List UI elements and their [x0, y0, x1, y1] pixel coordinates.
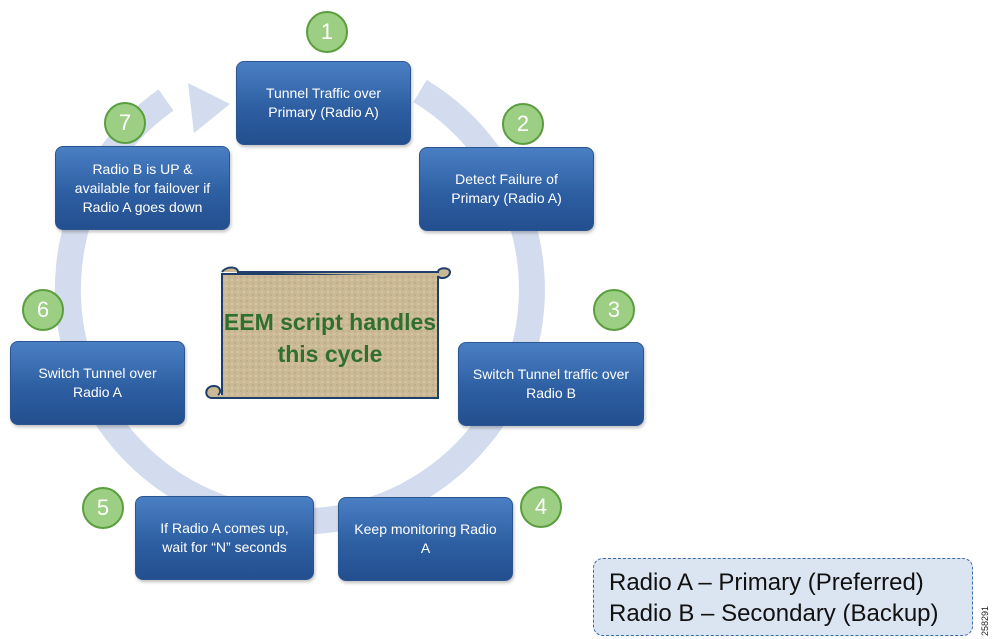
- step-5-box: If Radio A comes up, wait for “N” second…: [135, 496, 314, 580]
- step-6-box: Switch Tunnel over Radio A: [10, 341, 185, 425]
- step-2-number-badge: 2: [502, 103, 544, 145]
- legend-box: Radio A – Primary (Preferred) Radio B – …: [593, 558, 973, 636]
- step-2-box: Detect Failure of Primary (Radio A): [419, 147, 594, 231]
- step-1-number-badge: 1: [306, 11, 348, 53]
- step-7-box: Radio B is UP & available for failover i…: [55, 146, 230, 230]
- step-4-number-badge: 4: [520, 486, 562, 528]
- legend-line-radio-a: Radio A – Primary (Preferred): [609, 569, 924, 596]
- step-7-number-badge: 7: [104, 102, 146, 144]
- step-3-number-badge: 3: [593, 289, 635, 331]
- center-label: EEM script handles this cycle: [223, 309, 437, 367]
- step-5-number-badge: 5: [82, 487, 124, 529]
- scroll-graphic: [205, 266, 452, 399]
- cycle-arrowhead: [188, 83, 230, 133]
- figure-id: 258291: [980, 605, 990, 636]
- legend-line-radio-b: Radio B – Secondary (Backup): [609, 600, 939, 627]
- step-1-box: Tunnel Traffic over Primary (Radio A): [236, 61, 411, 145]
- step-4-box: Keep monitoring Radio A: [338, 497, 513, 581]
- step-3-box: Switch Tunnel traffic over Radio B: [458, 342, 644, 426]
- step-6-number-badge: 6: [22, 289, 64, 331]
